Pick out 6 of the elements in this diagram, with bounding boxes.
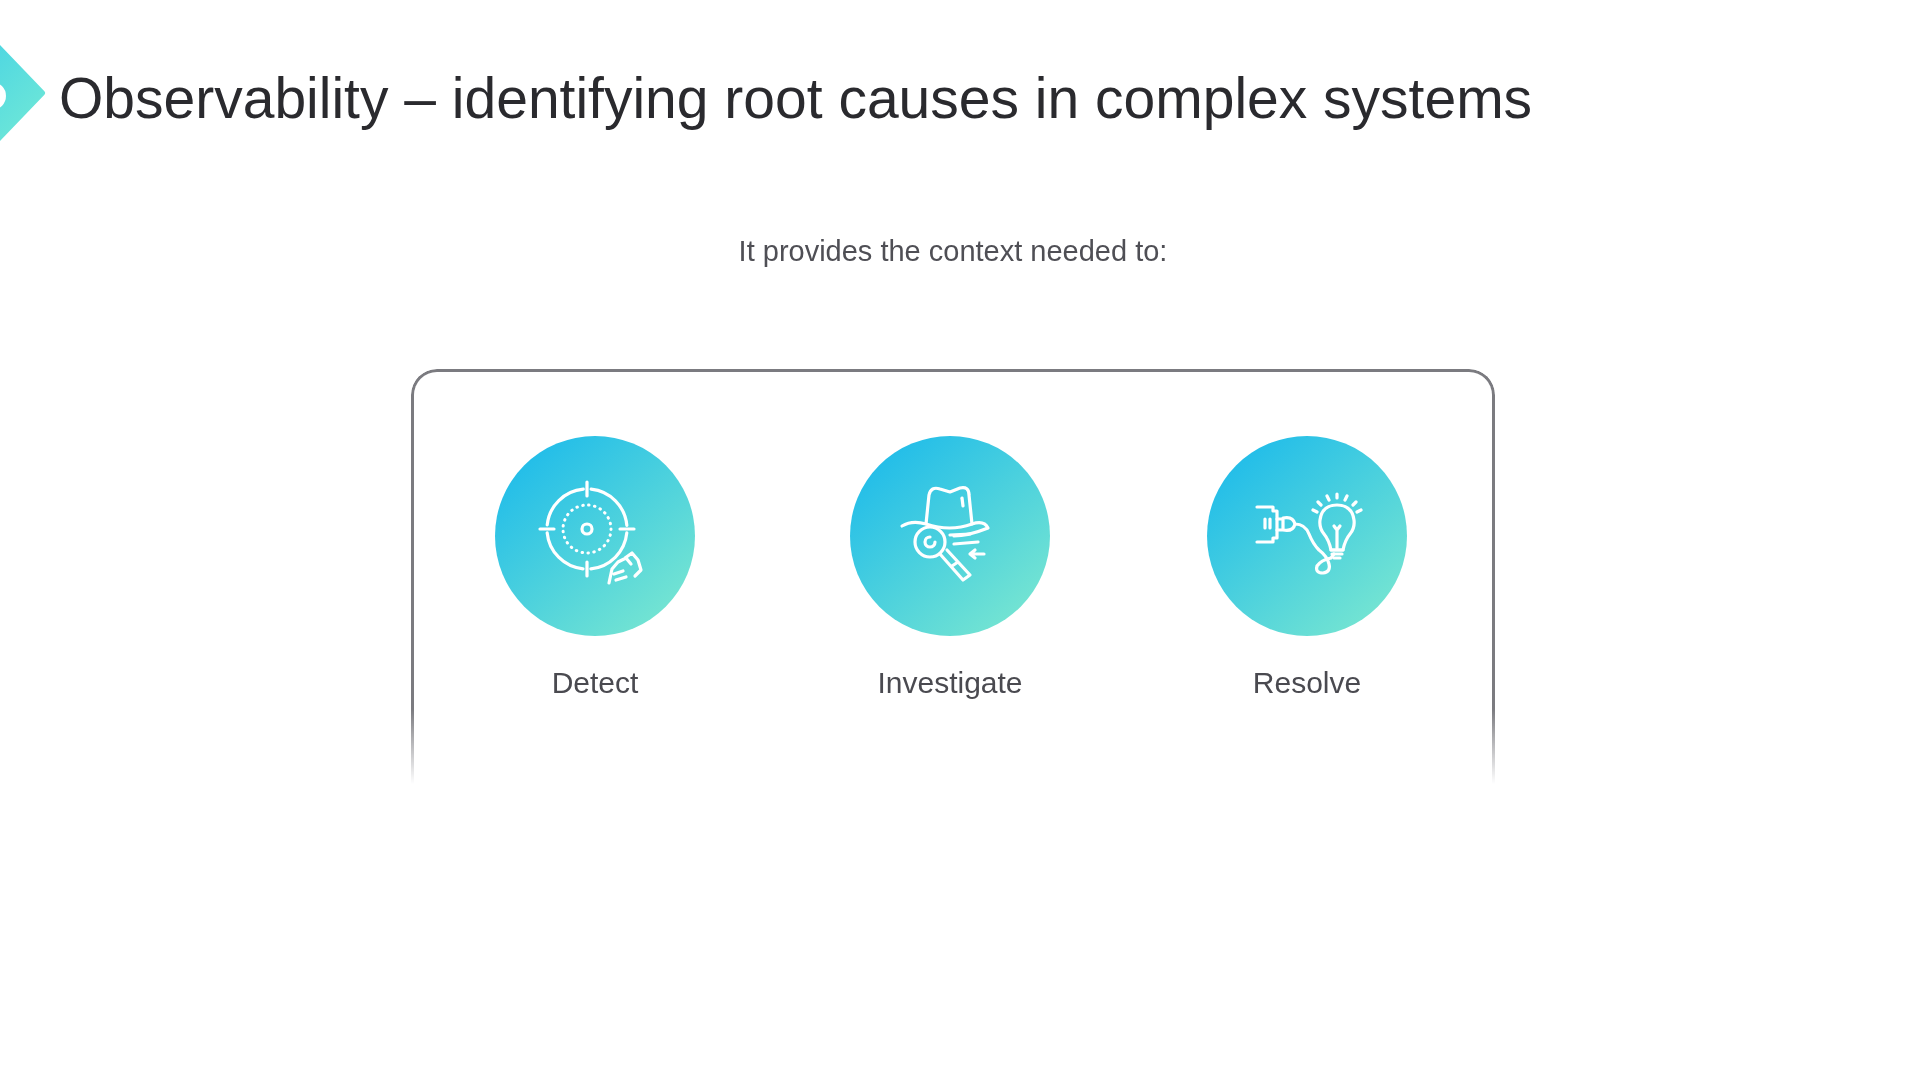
step-label: Investigate bbox=[877, 665, 1023, 701]
slide-title: Observability – identifying root causes in complex systems bbox=[59, 65, 1533, 131]
step-label: Resolve bbox=[1252, 665, 1362, 701]
frame-box bbox=[411, 369, 1495, 784]
subtitle: It provides the context needed to: bbox=[737, 234, 1169, 269]
step-label: Detect bbox=[551, 665, 639, 701]
